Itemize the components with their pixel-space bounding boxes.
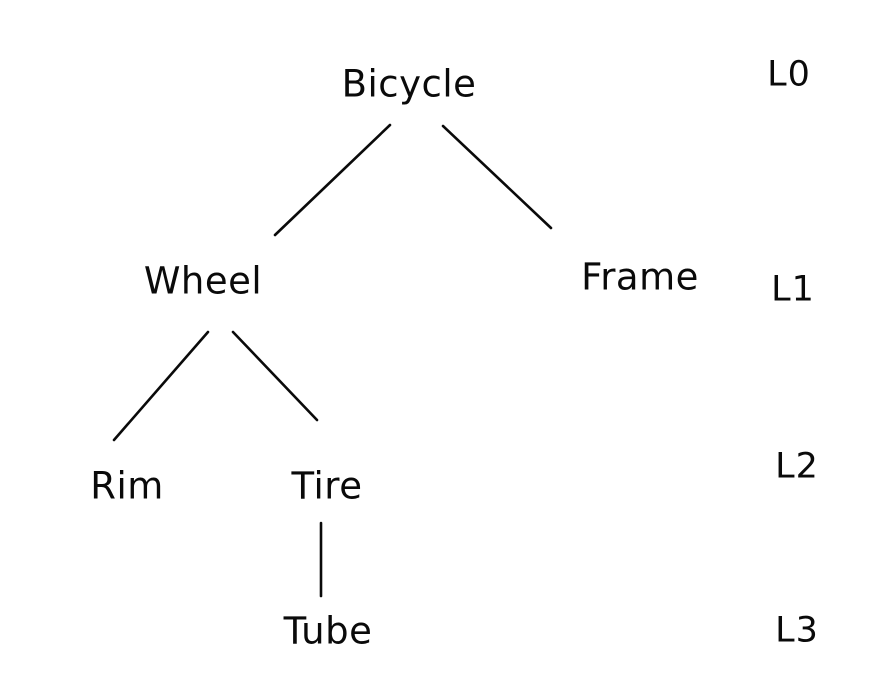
node-tube[interactable]: Tube — [283, 609, 373, 653]
level-label-l2: L2 — [775, 446, 819, 487]
node-wheel[interactable]: Wheel — [143, 259, 263, 303]
node-frame[interactable]: Frame — [581, 255, 699, 299]
level-label-l1: L1 — [771, 269, 815, 310]
level-label-l3: L3 — [775, 610, 819, 651]
edge-wheel-tire — [231, 330, 319, 422]
edge-wheel-rim — [112, 330, 210, 442]
edge-bicycle-wheel — [273, 123, 392, 237]
level-label-l0: L0 — [767, 54, 811, 95]
node-tire[interactable]: Tire — [291, 464, 363, 508]
edge-bicycle-frame — [441, 124, 553, 230]
node-bicycle[interactable]: Bicycle — [341, 62, 477, 106]
node-rim[interactable]: Rim — [90, 464, 164, 508]
